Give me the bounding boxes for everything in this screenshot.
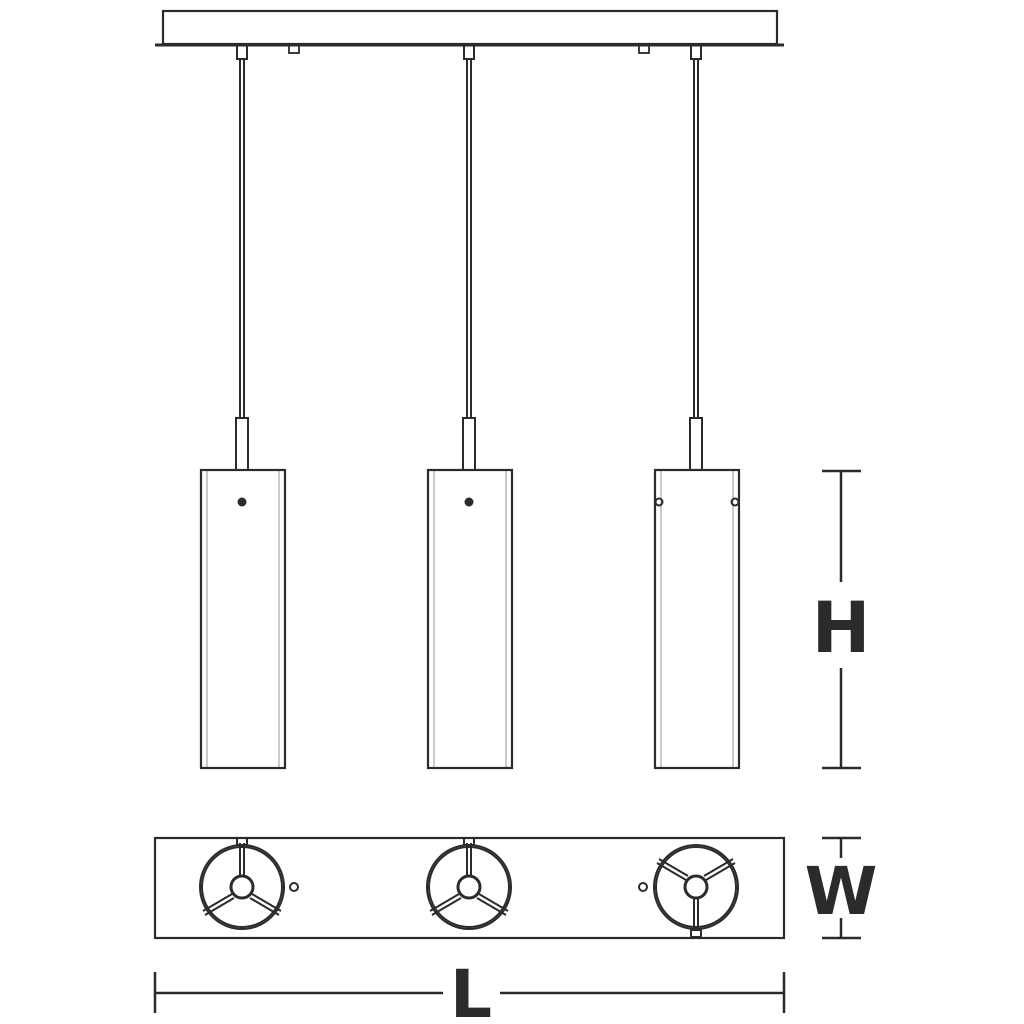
canopy xyxy=(155,9,784,54)
pendant-2 xyxy=(426,44,514,770)
pendant-3 xyxy=(653,44,741,770)
length-label: L xyxy=(450,956,492,1024)
pendant-shade-3 xyxy=(653,468,741,770)
top-view-socket-2 xyxy=(426,837,512,930)
shade-screw-2 xyxy=(464,497,474,507)
top-view-socket-3 xyxy=(638,844,739,938)
pendant-1 xyxy=(199,44,287,770)
canopy-screw-left xyxy=(288,44,300,54)
canopy-screw-right xyxy=(638,44,650,54)
top-view-socket-1 xyxy=(199,837,299,930)
shade-screw-1 xyxy=(237,497,247,507)
width-dimension xyxy=(822,836,861,940)
shade-screw-3-left xyxy=(654,497,664,507)
height-label: H xyxy=(812,587,871,669)
pendant-shade-1 xyxy=(199,468,287,770)
pendant-shade-2 xyxy=(426,468,514,770)
width-label: W xyxy=(805,853,878,930)
cord-grip-1 xyxy=(236,44,248,60)
canopy-top-view xyxy=(153,836,786,940)
height-dimension xyxy=(822,469,861,770)
cord-grip-2 xyxy=(463,44,475,60)
socket-stem-3 xyxy=(689,417,703,471)
socket-stem-1 xyxy=(235,417,249,471)
shade-screw-3-right xyxy=(730,497,740,507)
length-dimension xyxy=(153,972,786,1013)
cord-grip-3 xyxy=(690,44,702,60)
socket-stem-2 xyxy=(462,417,476,471)
